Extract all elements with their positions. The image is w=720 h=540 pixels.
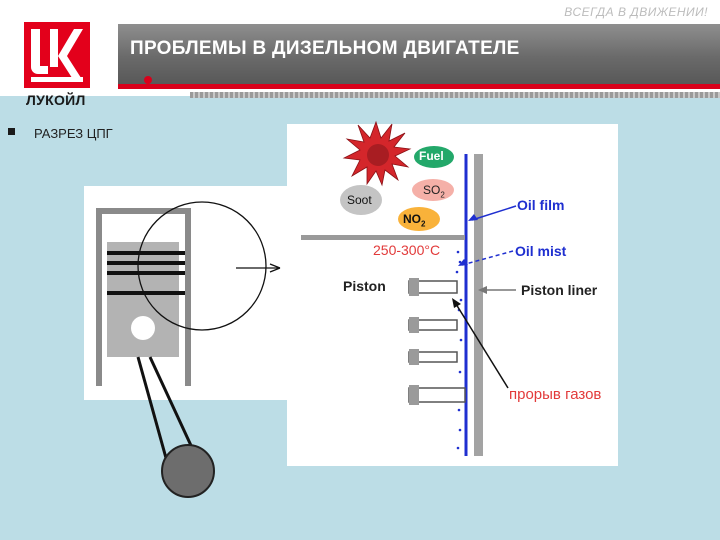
oil-film-arrow-head [468, 214, 478, 221]
cylinder-head [96, 208, 191, 214]
connecting-rod [136, 356, 168, 459]
piston-ring [107, 271, 185, 275]
no2-label: NO2 [403, 212, 426, 229]
piston-crown [301, 235, 465, 240]
lukoil-logo [24, 22, 90, 88]
cylinder-wall-left [96, 208, 102, 386]
piston-ring [107, 261, 185, 265]
soot-label: Soot [347, 193, 372, 207]
fuel-bubble [414, 146, 454, 168]
bullet-text: РАЗРЕЗ ЦПГ [34, 126, 113, 141]
piston-ring [107, 291, 185, 295]
connecting-rod [148, 356, 196, 453]
cylinder-wall-right [185, 208, 191, 386]
piston-pin [131, 316, 155, 340]
slogan: ВСЕГДА В ДВИЖЕНИИ! [564, 5, 708, 19]
title-accent-dot [144, 76, 152, 84]
fuel-label: Fuel [419, 149, 444, 163]
logo-wordmark: ЛУКОЙЛ [26, 92, 86, 108]
soot-bubble [340, 185, 382, 215]
blowby-arrow [455, 303, 509, 389]
gas-blowby-label: прорыв газов [509, 386, 602, 403]
ring-groove [408, 317, 458, 333]
title-band [118, 24, 720, 84]
oil-film-arrow [471, 205, 517, 221]
detail-panel [287, 124, 618, 466]
ring-groove [408, 385, 466, 405]
oil-mist-dots [455, 250, 463, 450]
oil-mist-arrow-head [458, 259, 468, 266]
so2-label: SO2 [423, 183, 445, 200]
decorative-strip [190, 92, 720, 98]
oil-film-label: Oil film [517, 197, 565, 213]
no2-bubble [398, 207, 440, 231]
blowby-arrow-head [452, 298, 461, 308]
title-underline [118, 84, 720, 89]
lukoil-logo-icon [31, 29, 83, 82]
temperature-label: 250-300°C [373, 242, 441, 258]
ring-groove [408, 278, 458, 296]
bullet-marker [8, 128, 15, 135]
zoom-circle [137, 201, 267, 331]
combustion-icon [342, 120, 412, 187]
oil-mist-arrow [461, 250, 514, 266]
oil-mist-label: Oil mist [515, 243, 567, 259]
piston-liner-label: Piston liner [521, 282, 598, 298]
piston-label: Piston [343, 278, 386, 294]
liner-arrow-head [478, 286, 487, 294]
page-title: ПРОБЛЕМЫ В ДИЗЕЛЬНОМ ДВИГАТЕЛЕ [130, 38, 520, 59]
zoom-arrow-head [269, 263, 281, 273]
piston-ring [107, 251, 185, 255]
so2-bubble [412, 179, 454, 201]
piston-liner [474, 154, 483, 456]
crankshaft [161, 444, 215, 498]
ring-groove [408, 349, 458, 365]
